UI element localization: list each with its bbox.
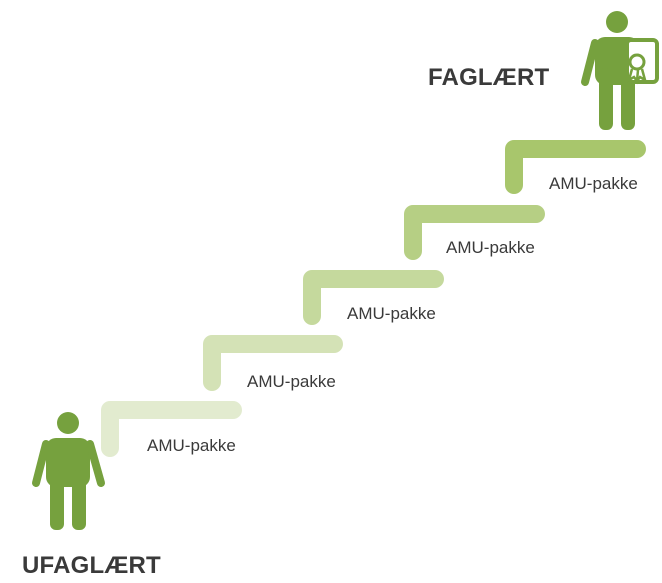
start-level-label: UFAGLÆRT [22, 552, 161, 579]
step-5-shape [505, 140, 646, 194]
step-5-label: AMU-pakke [549, 174, 638, 193]
step-2-shape [203, 335, 343, 391]
step-1-label: AMU-pakke [147, 436, 236, 455]
end-level-label: FAGLÆRT [428, 64, 550, 91]
step-1-shape [101, 401, 242, 457]
step-4-shape [404, 205, 545, 260]
person-with-certificate-icon [581, 11, 659, 130]
step-4-label: AMU-pakke [446, 238, 535, 257]
step-2-label: AMU-pakke [247, 372, 336, 391]
step-3-label: AMU-pakke [347, 304, 436, 323]
step-3-shape [303, 270, 444, 325]
person-icon [32, 412, 105, 530]
